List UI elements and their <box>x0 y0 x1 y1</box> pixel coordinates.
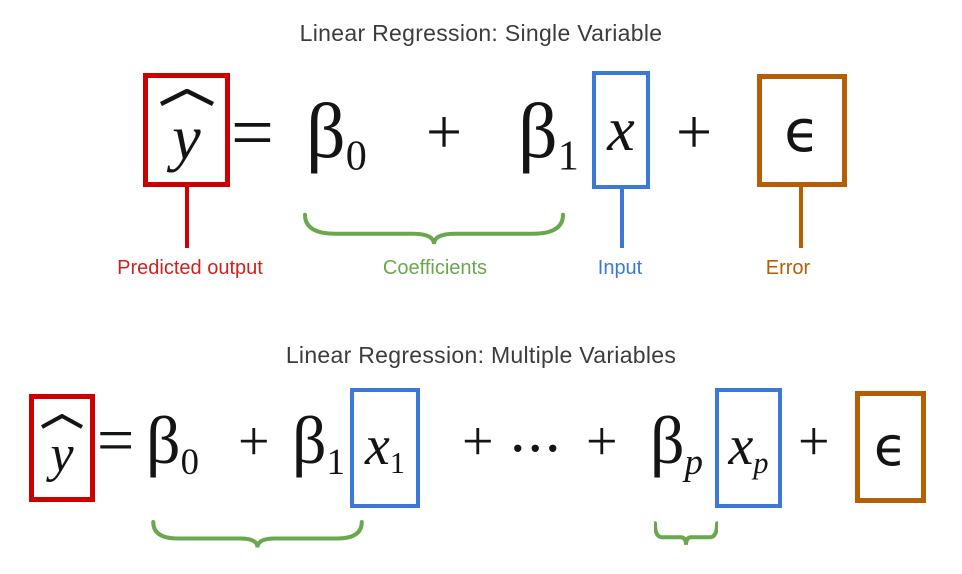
beta-symbol: β <box>306 87 346 174</box>
xp-subscript: p <box>753 445 769 480</box>
betap-subscript: p <box>684 441 703 483</box>
x-symbol: x <box>728 414 754 477</box>
input-label: Input <box>597 257 643 279</box>
beta-symbol: β <box>518 87 558 174</box>
plus-sign: + <box>238 411 270 473</box>
plus-sign: + <box>798 411 830 473</box>
x1-subscript: 1 <box>389 445 405 480</box>
error-box-2: ϵ <box>855 391 926 503</box>
error-box: ϵ <box>757 74 847 187</box>
input-connector <box>620 189 624 248</box>
beta0-term: β0 <box>306 92 367 178</box>
beta-symbol: β <box>146 402 181 478</box>
beta1-term: β1 <box>518 92 579 178</box>
multiple-variables-title: Linear Regression: Multiple Variables <box>285 342 677 368</box>
equals-sign: = <box>97 404 135 477</box>
single-variable-title: Linear Regression: Single Variable <box>299 20 663 46</box>
x-symbol: x <box>607 96 635 164</box>
input-box-xp: xp <box>715 388 782 508</box>
x1-symbol: x1 <box>365 418 405 478</box>
error-label: Error <box>765 257 811 279</box>
predicted-output-connector <box>185 187 189 248</box>
x-symbol: x <box>365 414 390 477</box>
beta-symbol: β <box>292 402 327 478</box>
betap-term: βp <box>650 406 703 481</box>
plus-sign: + <box>586 411 618 473</box>
y-symbol: y <box>50 426 74 483</box>
plus-sign: + <box>462 411 494 473</box>
y-symbol: y <box>172 102 201 173</box>
yhat-symbol: y <box>41 414 83 483</box>
hat-accent <box>159 89 214 106</box>
beta0-subscript: 0 <box>345 132 367 180</box>
xp-symbol: xp <box>729 418 769 478</box>
equals-sign: = <box>231 91 274 175</box>
input-box-x1: x1 <box>350 388 420 508</box>
coefficients-label: Coefficients <box>382 257 488 279</box>
yhat-symbol: y <box>159 89 214 173</box>
beta1-term: β1 <box>292 406 345 481</box>
predicted-output-label: Predicted output <box>117 257 263 279</box>
coefficients-brace <box>301 209 567 247</box>
betap-brace <box>654 519 718 547</box>
coefficients-brace-2 <box>150 517 365 550</box>
ellipsis: ... <box>510 397 563 465</box>
beta1-subscript: 1 <box>326 441 345 483</box>
error-connector <box>799 187 803 248</box>
predicted-output-box-2: y <box>29 394 95 502</box>
hat-accent <box>41 414 83 429</box>
epsilon-symbol: ϵ <box>784 96 820 165</box>
beta0-subscript: 0 <box>180 441 199 483</box>
input-box: x <box>592 71 650 189</box>
plus-sign: + <box>676 96 713 167</box>
beta-symbol: β <box>650 402 685 478</box>
beta1-subscript: 1 <box>557 132 579 180</box>
epsilon-symbol: ϵ <box>873 415 908 478</box>
predicted-output-box: y <box>143 73 230 187</box>
beta0-term: β0 <box>146 406 199 481</box>
plus-sign: + <box>426 96 463 167</box>
